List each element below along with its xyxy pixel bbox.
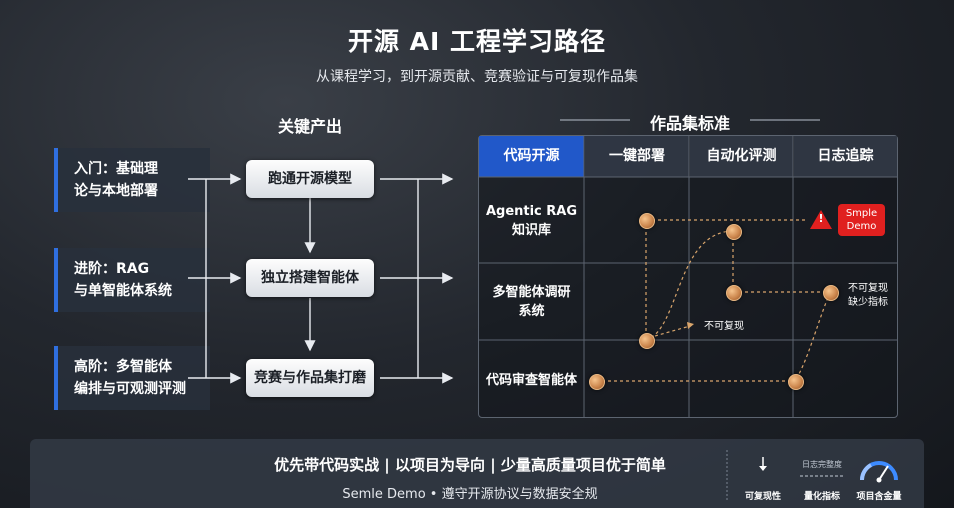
column-header-open-source: 代码开源 xyxy=(479,136,584,177)
output-build-agent: 独立搭建智能体 xyxy=(246,259,374,297)
metric-quantified: 量化指标 xyxy=(803,492,840,502)
dashed-line-icon xyxy=(800,475,844,477)
stage-label: 论与本地部署 xyxy=(74,183,158,199)
path-node xyxy=(823,285,839,301)
page-subtitle: 从课程学习，到开源贡献、竞赛验证与可复现作品集 xyxy=(316,69,638,85)
row-label-line: 代码审查智能体 xyxy=(485,373,577,388)
stage-beginner: 入门：基础理论与本地部署 xyxy=(54,148,210,212)
warning-symbol: ! xyxy=(818,212,824,225)
stage-label: 编排与可观测评测 xyxy=(74,381,186,397)
page-title: 开源 AI 工程学习路径 xyxy=(347,27,607,56)
row-label-multi-agent-research: 多智能体调研 系统 xyxy=(480,283,583,321)
path-node xyxy=(726,224,742,240)
footer-principles: 优先带代码实战 | 以项目为导向 | 少量高质量项目优于简单 xyxy=(274,456,666,474)
path-node xyxy=(639,333,655,349)
footer-note: Semle Demo • 遵守开源协议与数据安全规 xyxy=(342,487,598,502)
column-header-one-click-deploy: 一键部署 xyxy=(585,136,689,177)
demo-badge-line: Demo xyxy=(846,221,877,232)
output-run-open-model: 跑通开源模型 xyxy=(246,160,374,198)
row-label-line: Agentic RAG xyxy=(485,204,578,219)
footer-divider xyxy=(726,450,728,502)
portfolio-title-decoration xyxy=(560,119,820,121)
stage-label: 高阶：多智能体 xyxy=(74,359,172,375)
stage-intermediate: 进阶：RAG 与单智能体系统 xyxy=(54,248,210,312)
path-node xyxy=(788,374,804,390)
metric-caption: 日志完整度 xyxy=(802,460,842,469)
gauge-icon xyxy=(860,461,898,483)
column-header-log-tracing: 日志追踪 xyxy=(794,136,897,177)
path-node xyxy=(589,374,605,390)
column-header-auto-eval: 自动化评测 xyxy=(690,136,793,177)
stage-label: 入门：基础理 xyxy=(74,161,158,177)
metric-reproducibility: 可复现性 xyxy=(744,492,781,502)
path-node xyxy=(726,285,742,301)
output-competition-portfolio: 竞赛与作品集打磨 xyxy=(246,359,374,397)
demo-badge-line: Smple xyxy=(845,208,878,219)
stage-label: 与单智能体系统 xyxy=(74,283,172,299)
title-decoration xyxy=(150,43,810,45)
stage-label: 进阶：RAG xyxy=(74,261,150,277)
outputs-section-title: 关键产出 xyxy=(277,117,342,136)
arrow-down-icon xyxy=(759,457,767,471)
row-label-line: 知识库 xyxy=(511,223,551,238)
row-label-code-review-agent: 代码审查智能体 xyxy=(480,371,583,390)
stage-advanced: 高阶：多智能体编排与可观测评测 xyxy=(54,346,210,410)
footer-panel xyxy=(30,439,924,508)
note-not-reproducible-2: 不可复现 xyxy=(848,283,888,294)
row-label-line: 系统 xyxy=(518,304,545,319)
row-label-agentic-rag: Agentic RAG 知识库 xyxy=(480,202,583,240)
portfolio-matrix xyxy=(478,135,898,418)
path-node xyxy=(639,213,655,229)
demo-badge: Smple Demo xyxy=(838,204,885,236)
note-missing-metrics: 缺少指标 xyxy=(848,297,888,308)
row-label-line: 多智能体调研 xyxy=(492,285,571,300)
note-not-reproducible: 不可复现 xyxy=(704,321,744,332)
metric-project-value: 项目含金量 xyxy=(856,492,902,502)
portfolio-section-title: 作品集标准 xyxy=(649,114,730,133)
warning-icon xyxy=(810,210,832,229)
